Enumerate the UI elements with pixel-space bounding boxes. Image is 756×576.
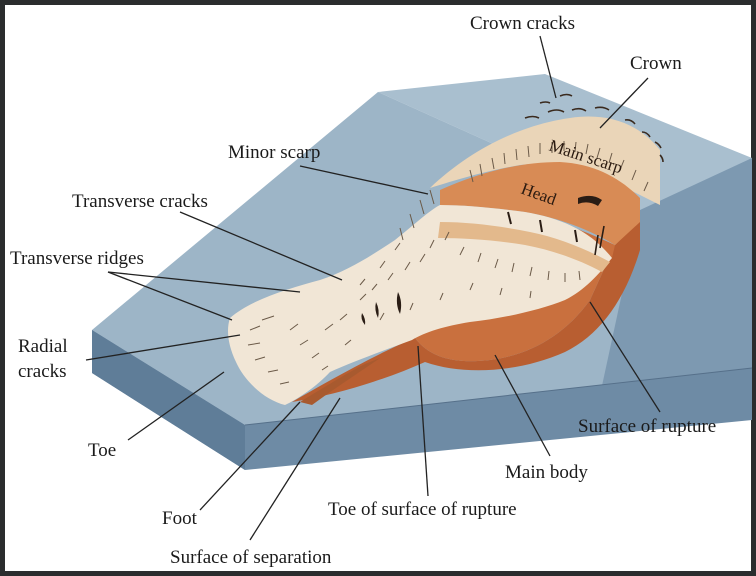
label-transverse-ridges: Transverse ridges xyxy=(10,248,144,269)
label-toe: Toe xyxy=(88,440,116,461)
label-crown: Crown xyxy=(630,53,682,74)
label-surface-of-rupture: Surface of rupture xyxy=(578,416,716,437)
label-minor-scarp: Minor scarp xyxy=(228,142,320,163)
label-foot: Foot xyxy=(162,508,198,529)
label-surface-of-separation: Surface of separation xyxy=(170,547,332,568)
label-radial-cracks-2: cracks xyxy=(18,361,67,382)
label-radial-cracks-1: Radial xyxy=(18,336,68,357)
label-toe-of-surface-of-rupture: Toe of surface of rupture xyxy=(328,499,517,520)
label-main-body: Main body xyxy=(505,462,588,483)
label-crown-cracks: Crown cracks xyxy=(470,13,575,34)
label-transverse-cracks: Transverse cracks xyxy=(72,191,208,212)
